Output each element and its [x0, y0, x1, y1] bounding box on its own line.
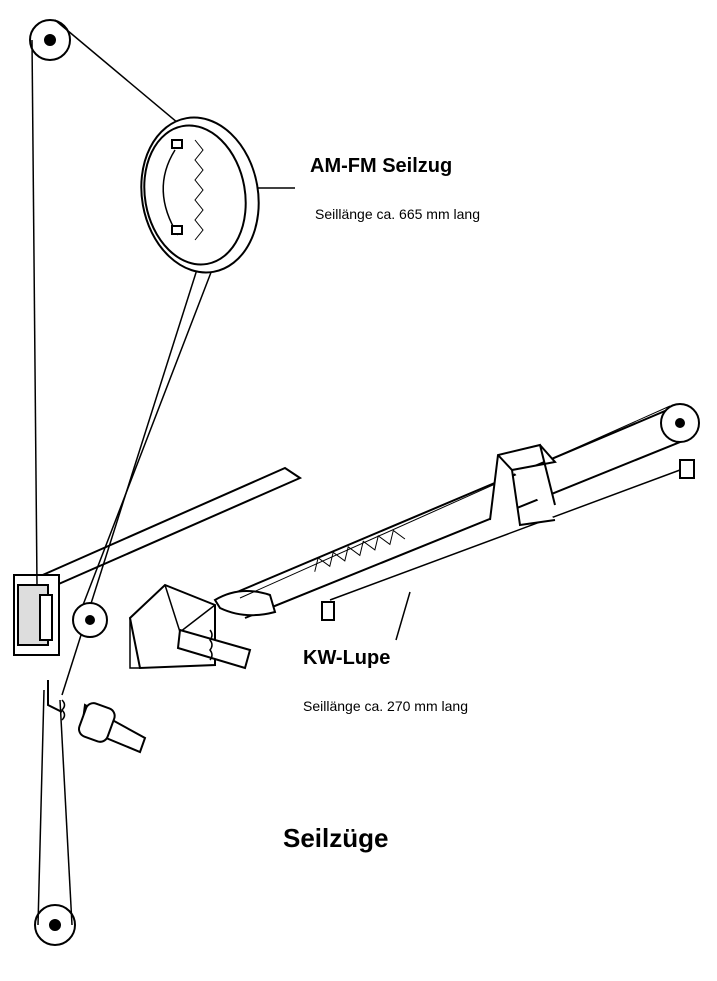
- gear-block: [128, 583, 252, 670]
- tuning-shaft: [47, 680, 147, 754]
- kw-bar: [213, 403, 700, 621]
- kw-title: KW-Lupe: [303, 647, 391, 669]
- amfm-title: AM-FM Seilzug: [310, 155, 453, 177]
- main-title: Seilzüge: [283, 823, 389, 853]
- top-pulley: [29, 19, 71, 61]
- bottom-pulley: [34, 904, 76, 946]
- idler-pulley: [72, 602, 108, 638]
- chassis-rail: [13, 466, 303, 656]
- kw-leader-line: [395, 591, 411, 641]
- amfm-drum: [140, 116, 260, 274]
- kw-length: Seillänge ca. 270 mm lang: [303, 698, 468, 714]
- pointer-bracket: [489, 443, 557, 527]
- amfm-length: Seillänge ca. 665 mm lang: [315, 206, 480, 222]
